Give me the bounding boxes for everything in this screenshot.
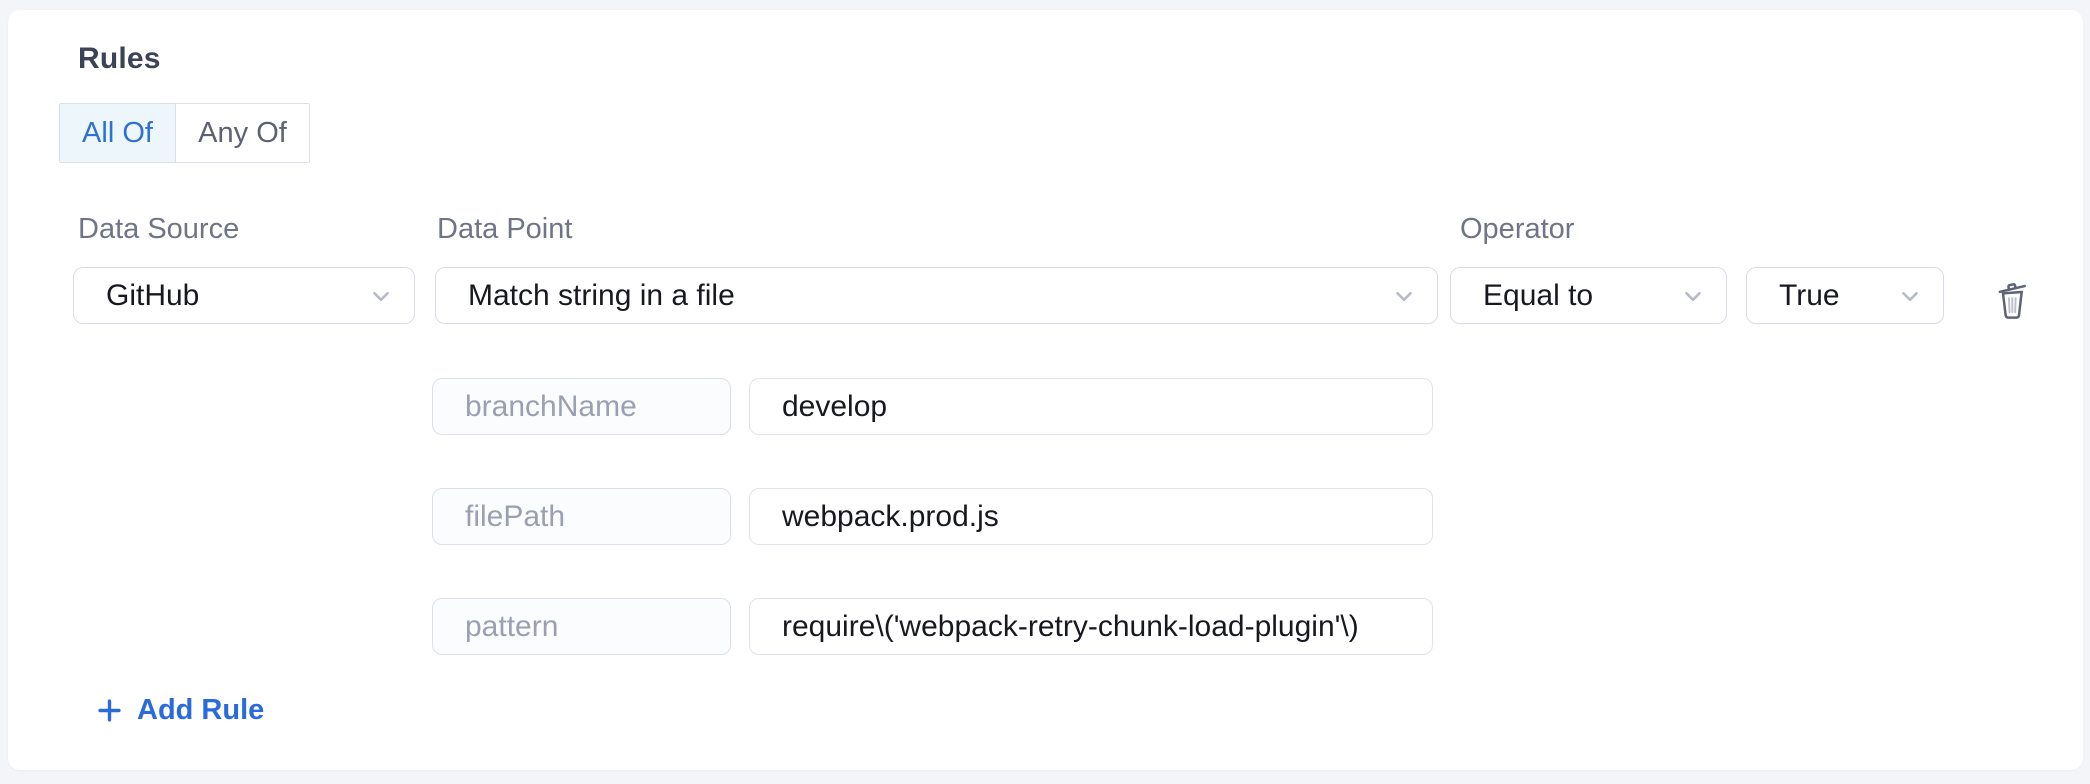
operand-select[interactable]: True [1746, 267, 1944, 324]
param-key-filePath[interactable] [432, 488, 731, 545]
data-source-label: Data Source [78, 213, 240, 245]
param-value-filePath[interactable] [749, 488, 1433, 545]
operator-select[interactable]: Equal to [1450, 267, 1727, 324]
trash-icon [1992, 276, 2032, 320]
chevron-down-icon [1680, 283, 1706, 309]
data-point-label: Data Point [437, 213, 573, 245]
toggle-all-of[interactable]: All Of [59, 103, 176, 163]
chevron-down-icon [1391, 283, 1417, 309]
add-rule-button[interactable]: Add Rule [95, 694, 264, 727]
chevron-down-icon [368, 283, 394, 309]
toggle-all-of-label: All Of [82, 116, 153, 149]
operator-value: Equal to [1483, 278, 1594, 312]
add-rule-label: Add Rule [137, 694, 265, 726]
plus-icon [95, 696, 124, 725]
data-source-value: GitHub [106, 278, 200, 312]
param-key-pattern[interactable] [432, 598, 731, 655]
data-source-select[interactable]: GitHub [73, 267, 415, 324]
panel-title: Rules [78, 42, 161, 75]
match-mode-toggle: All Of Any Of [59, 103, 310, 163]
delete-rule-button[interactable] [1988, 273, 2036, 323]
data-point-value: Match string in a file [468, 278, 735, 312]
chevron-down-icon [1897, 283, 1923, 309]
rules-panel: Rules All Of Any Of Data Source Data Poi… [8, 10, 2083, 770]
param-value-branchName[interactable] [749, 378, 1433, 435]
param-value-pattern[interactable] [749, 598, 1433, 655]
toggle-any-of-label: Any Of [198, 116, 287, 149]
data-point-select[interactable]: Match string in a file [435, 267, 1438, 324]
operator-label: Operator [1460, 213, 1575, 245]
operand-value: True [1779, 278, 1840, 312]
toggle-any-of[interactable]: Any Of [175, 103, 310, 163]
param-key-branchName[interactable] [432, 378, 731, 435]
